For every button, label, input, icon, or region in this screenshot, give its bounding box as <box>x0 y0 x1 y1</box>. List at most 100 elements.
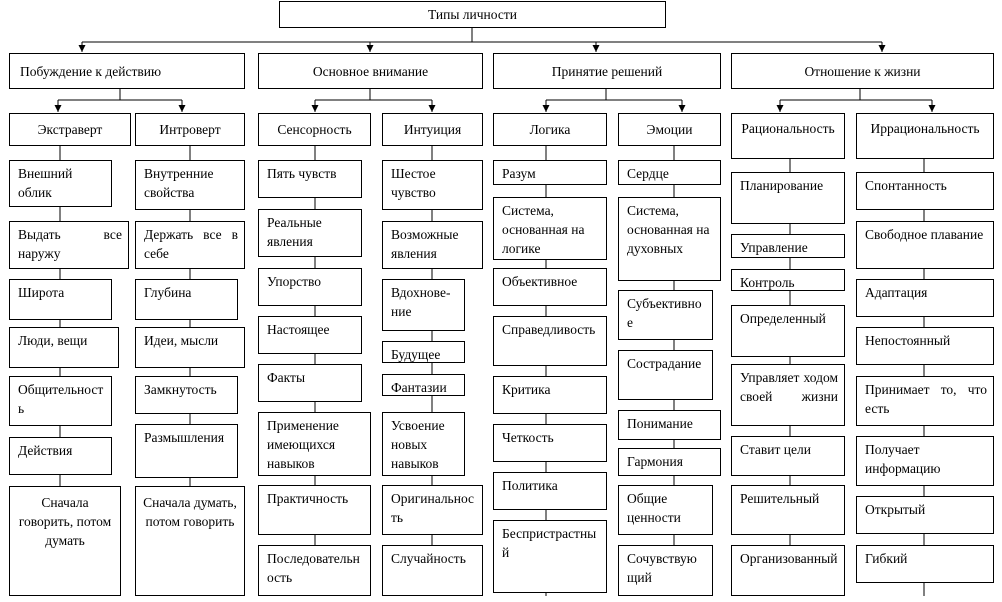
item-text: Размышления <box>144 430 225 445</box>
item-text: Факты <box>267 370 306 385</box>
item-text: Будущее <box>391 347 441 362</box>
item-text: Получает информацию <box>865 442 941 476</box>
list-item: Факты <box>258 364 362 402</box>
list-item: Глубина <box>135 279 238 320</box>
list-item: Пять чувств <box>258 160 362 198</box>
list-item: Выдать все наружу <box>9 221 129 269</box>
item-text: Сочувствующий <box>627 551 697 585</box>
category-label: Основное внимание <box>312 63 429 79</box>
list-item: Получает информацию <box>856 436 994 486</box>
item-text: Общительность <box>18 382 104 416</box>
item-text: Последовательность <box>267 551 360 585</box>
item-text: Сначала думать, потом говорить <box>143 495 237 529</box>
item-text: Управление <box>740 240 808 255</box>
item-text: Справедливость <box>502 322 596 337</box>
list-item: Внешний облик <box>9 160 112 207</box>
list-item: Субъективное <box>618 290 713 340</box>
type-label: Экстраверт <box>37 122 103 137</box>
type-emotion: Эмоции <box>618 113 721 146</box>
type-label: Интроверт <box>159 122 221 137</box>
item-text: Четкость <box>502 430 554 445</box>
type-introvert: Интроверт <box>135 113 245 146</box>
item-text: Спонтанность <box>865 178 947 193</box>
list-item: Гармония <box>618 448 721 476</box>
list-item: Общие ценности <box>618 485 713 535</box>
category-label: Побуждение к действию <box>20 63 162 79</box>
list-item: Открытый <box>856 496 994 534</box>
item-text: Применение имеющихся навыков <box>267 418 339 471</box>
list-item: Ставит цели <box>731 436 845 476</box>
item-text: Свободное плавание <box>865 227 984 242</box>
list-item: Держать все в себе <box>135 221 245 269</box>
item-text: Оригинальность <box>391 491 475 525</box>
list-item: Планирование <box>731 172 845 224</box>
type-label: Рациональность <box>741 121 835 136</box>
list-item: Усвоение новых навыков <box>382 412 465 476</box>
list-item: Сначала думать, потом говорить <box>135 486 245 596</box>
item-text: Пять чувств <box>267 166 337 181</box>
item-text: Непостоянный <box>865 333 951 348</box>
type-label: Логика <box>529 122 571 137</box>
item-text: Беспристрастный <box>502 526 597 560</box>
type-label: Сенсорность <box>277 122 352 137</box>
item-text: Сострадание <box>627 356 702 371</box>
item-text: Критика <box>502 382 551 397</box>
list-item: Внутренние свойства <box>135 160 245 210</box>
list-item: Четкость <box>493 424 607 462</box>
item-text: Шестое чувство <box>391 166 436 200</box>
item-text: Гармония <box>627 454 683 469</box>
root-label: Типы личности <box>428 7 517 22</box>
list-item: Настоящее <box>258 316 362 354</box>
category-life-attitude: Отношение к жизни <box>731 53 994 89</box>
item-text: Система, основанная на логике <box>502 203 585 256</box>
list-item: Решительный <box>731 485 845 535</box>
type-label: Интуиция <box>403 122 462 137</box>
item-text: Реальные явления <box>267 215 322 249</box>
list-item: Принимает то, что есть <box>856 376 994 426</box>
item-text: Ставит цели <box>740 442 811 457</box>
type-label: Иррациональность <box>870 121 980 136</box>
item-text: Упорство <box>267 274 322 289</box>
list-item: Замкнутость <box>135 376 238 414</box>
list-item: Контроль <box>731 269 845 291</box>
category-motivation: Побуждение к действию <box>9 53 245 89</box>
item-text: Фантазии <box>391 380 447 395</box>
item-text: Управляет ходом своей жизни <box>740 370 838 404</box>
list-item: Фантазии <box>382 374 465 396</box>
item-text: Держать все в себе <box>144 227 238 261</box>
list-item: Система, основанная на логике <box>493 197 607 260</box>
list-item: Упорство <box>258 268 362 306</box>
item-text: Вдохнове-ние <box>391 285 451 319</box>
item-text: Сердце <box>627 166 669 181</box>
list-item: Вдохнове-ние <box>382 279 465 331</box>
category-attention: Основное внимание <box>258 53 483 89</box>
item-text: Гибкий <box>865 551 908 566</box>
type-sensing: Сенсорность <box>258 113 371 146</box>
item-text: Выдать все наружу <box>18 227 122 261</box>
item-text: Настоящее <box>267 322 330 337</box>
item-text: Объективное <box>502 274 578 289</box>
list-item: Объективное <box>493 268 607 306</box>
item-text: Решительный <box>740 491 820 506</box>
item-text: Сначала говорить, потом думать <box>18 495 112 548</box>
list-item: Сердце <box>618 160 721 185</box>
type-logic: Логика <box>493 113 607 146</box>
list-item: Будущее <box>382 341 465 363</box>
list-item: Политика <box>493 472 607 510</box>
list-item: Применение имеющихся навыков <box>258 412 371 476</box>
list-item: Критика <box>493 376 607 414</box>
list-item: Оригинальность <box>382 485 483 535</box>
list-item: Возможные явления <box>382 221 483 269</box>
item-text: Планирование <box>740 178 824 193</box>
item-text: Общие ценности <box>627 491 681 525</box>
item-text: Усвоение новых навыков <box>391 418 445 471</box>
list-item: Случайность <box>382 545 483 596</box>
item-text: Контроль <box>740 275 795 290</box>
list-item: Организованный <box>731 545 845 596</box>
item-text: Субъективное <box>627 296 702 330</box>
item-text: Понимание <box>627 416 693 431</box>
type-label: Эмоции <box>646 122 693 137</box>
list-item: Понимание <box>618 410 721 440</box>
item-text: Внутренние свойства <box>144 166 214 200</box>
list-item: Практичность <box>258 485 371 535</box>
